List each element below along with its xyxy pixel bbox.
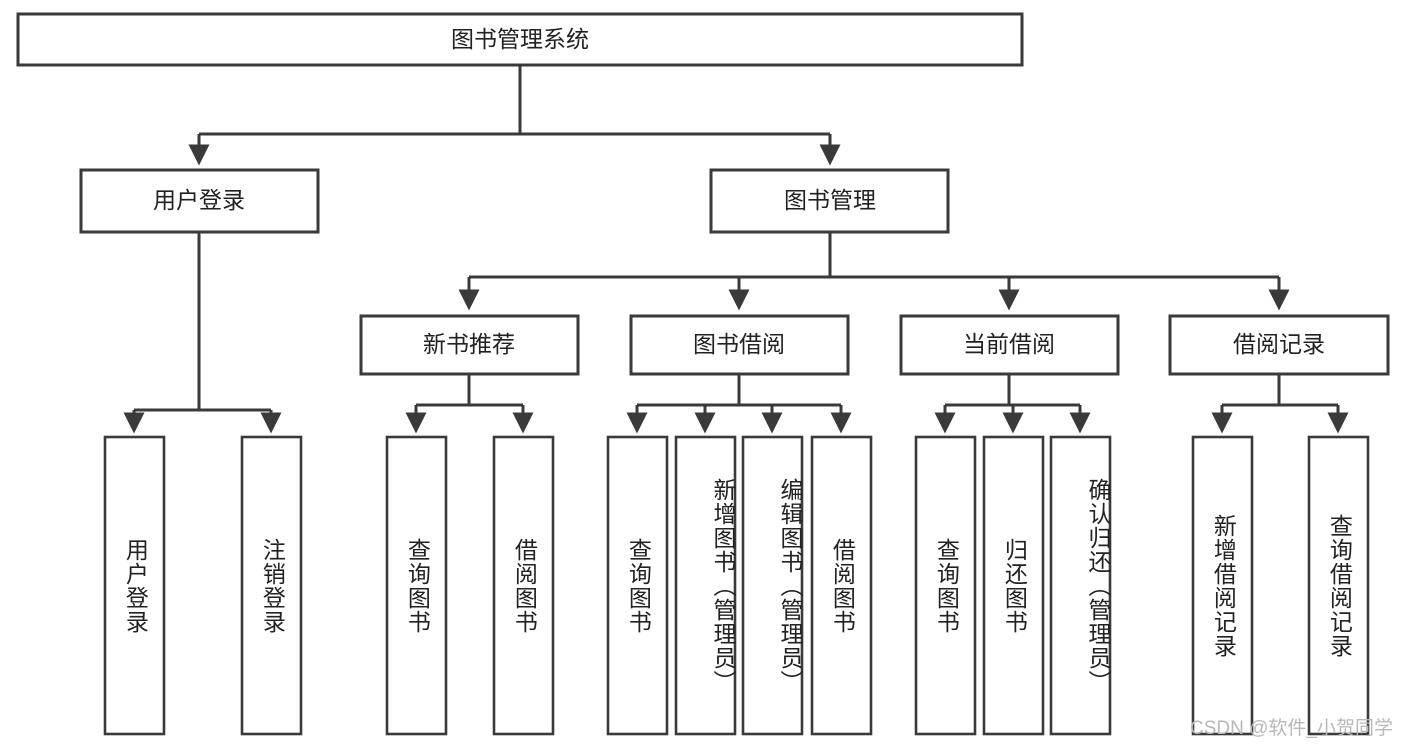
edge-book-management-to-level3	[458, 232, 1290, 311]
node-leaf-add-book[interactable]	[674, 435, 737, 736]
node-user-login-label: 用户登录	[153, 187, 245, 213]
node-current-borrow-label: 当前借阅	[963, 331, 1055, 357]
node-leaf-query-book-3[interactable]	[914, 435, 977, 736]
node-borrow-record[interactable]: 借阅记录	[1168, 314, 1390, 376]
edge-book-borrow-to-leaves	[626, 373, 852, 434]
edge-root-to-level2	[188, 65, 841, 166]
node-leaf-logout-login[interactable]	[240, 435, 303, 736]
csdn-watermark: CSDN @软件_小贺同学	[1190, 718, 1393, 739]
node-book-borrow-label: 图书借阅	[693, 331, 785, 357]
node-leaf-borrow-book-1[interactable]	[492, 435, 555, 736]
node-root[interactable]: 图书管理系统	[16, 12, 1024, 67]
node-leaf-query-record[interactable]	[1307, 435, 1370, 736]
edge-borrow-record-to-leaves	[1211, 373, 1349, 434]
node-new-book-recommend-label: 新书推荐	[423, 331, 515, 357]
node-leaf-borrow-book-2[interactable]	[810, 435, 873, 736]
node-user-login[interactable]: 用户登录	[79, 168, 320, 234]
node-leaf-query-book-1[interactable]	[385, 435, 448, 736]
node-leaf-edit-book[interactable]	[741, 435, 804, 736]
node-leaf-user-login[interactable]	[103, 435, 166, 736]
node-leaf-return-book[interactable]	[982, 435, 1045, 736]
node-leaf-confirm-return[interactable]	[1049, 435, 1112, 736]
node-leaf-query-book-2[interactable]	[606, 435, 669, 736]
edge-user-login-to-leaves	[123, 232, 282, 434]
edge-new-book-recommend-to-leaves	[405, 373, 534, 434]
edge-current-borrow-to-leaves	[934, 373, 1091, 434]
node-root-label: 图书管理系统	[451, 26, 589, 52]
node-book-management-label: 图书管理	[784, 187, 876, 213]
node-book-management[interactable]: 图书管理	[709, 168, 950, 234]
node-book-borrow[interactable]: 图书借阅	[629, 314, 850, 376]
node-leaf-add-record[interactable]	[1191, 435, 1254, 736]
node-borrow-record-label: 借阅记录	[1233, 331, 1325, 357]
node-new-book-recommend[interactable]: 新书推荐	[359, 314, 580, 376]
node-current-borrow[interactable]: 当前借阅	[899, 314, 1120, 376]
